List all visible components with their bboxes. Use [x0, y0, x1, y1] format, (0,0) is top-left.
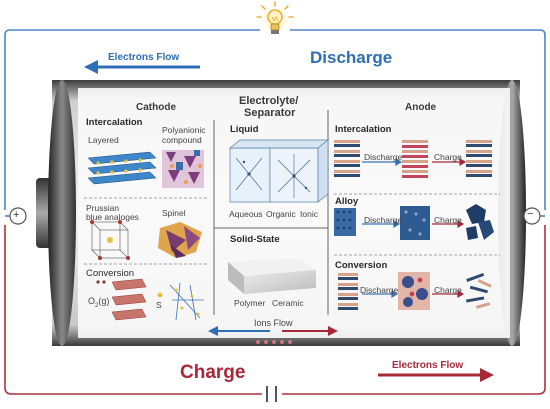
polymer-label: Polymer: [234, 298, 266, 308]
anode-alloy-charge: Charge: [434, 215, 462, 225]
liquid-label: Liquid: [230, 124, 259, 135]
electrons-flow-label-bottom: Electrons Flow: [392, 360, 464, 371]
cathode-title: Cathode: [136, 102, 176, 113]
anode-alloy-discharge: Discharge: [364, 215, 403, 225]
anode-alloy-icon: [334, 204, 494, 240]
spinel-label: Spinel: [162, 208, 186, 218]
electrons-flow-arrow-top: [84, 60, 200, 74]
layered-label: Layered: [88, 135, 119, 145]
layered-structure-icon: [87, 151, 157, 185]
wire-discharge-right: [290, 29, 546, 210]
wire-charge: [4, 225, 262, 395]
anode-intercalation-icon: [334, 140, 492, 178]
electrolyte-title-1: Electrolyte/: [239, 95, 299, 107]
sulfur-conversion-icon: [157, 282, 204, 321]
spinel-structure-icon: [158, 222, 202, 258]
light-bulb-icon: [256, 1, 294, 38]
polyanionic-structure-icon: [162, 150, 204, 188]
cathode-intercalation-label: Intercalation: [86, 117, 143, 128]
sulfur-label: S: [156, 300, 162, 310]
negative-terminal: [523, 207, 541, 225]
ceramic-label: Ceramic: [272, 298, 304, 308]
ions-flow-arrow: [208, 326, 338, 344]
wire-discharge: [4, 29, 260, 210]
anode-arrows: [362, 157, 467, 299]
anode-conversion-charge: Charge: [434, 285, 462, 295]
cathode-conversion-label: Conversion: [86, 268, 135, 279]
capacitor-icon: [266, 386, 277, 402]
organic-label: Organic: [266, 209, 296, 219]
electrons-flow-arrow-bottom: [378, 368, 494, 382]
anode-intercalation-charge: Charge: [434, 152, 462, 162]
o2-conversion-icon: [96, 278, 147, 321]
anode-conversion-icon: [338, 272, 492, 310]
prussian-blue-structure-icon: [90, 220, 130, 260]
prussian-label-2: blue analoges: [86, 212, 139, 222]
positive-terminal-sign: +: [13, 209, 20, 221]
liquid-electrolyte-icon: [229, 139, 329, 203]
positive-terminal: [9, 207, 27, 225]
ions-flow-label: Ions Flow: [254, 318, 293, 328]
o2-label: O2(g): [88, 296, 110, 309]
anode-intercalation-label: Intercalation: [335, 124, 392, 135]
prussian-label-1: Prussian: [86, 203, 120, 213]
anode-conversion-label: Conversion: [335, 260, 388, 271]
anode-alloy-label: Alloy: [335, 196, 359, 207]
polyanionic-label-2: compound: [162, 135, 202, 145]
solid-state-electrolyte-icon: [228, 258, 316, 294]
negative-terminal-sign: −: [527, 208, 534, 220]
anode-title: Anode: [405, 102, 437, 113]
aqueous-label: Aqueous: [229, 209, 263, 219]
anode-intercalation-discharge: Discharge: [364, 152, 403, 162]
electrolyte-title-2: Separator: [244, 107, 296, 119]
charge-label: Charge: [180, 362, 246, 383]
inner-panel: [78, 88, 510, 338]
electrons-flow-label-top: Electrons Flow: [108, 52, 180, 63]
anode-conversion-discharge: Discharge: [360, 285, 399, 295]
polyanionic-label-1: Polyanionic: [162, 125, 206, 135]
solid-state-label: Solid-State: [230, 234, 280, 245]
discharge-label: Discharge: [310, 48, 393, 67]
wire-charge-right: [282, 225, 546, 395]
ionic-label: Ionic: [300, 209, 318, 219]
